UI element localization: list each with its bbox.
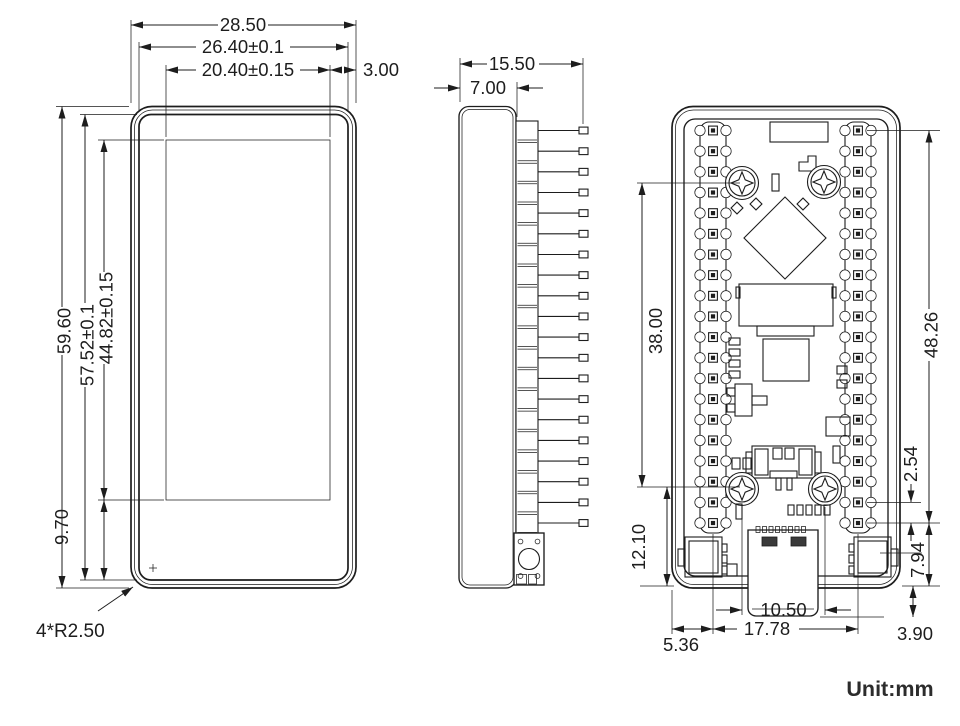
dim-label-usb-overhang: 3.90 [897,623,933,644]
dim-label-active-bottom-offset: 9.70 [51,509,72,545]
dim-label-screw-to-bottom-edge: 12.10 [628,524,649,570]
dim-glass-width: 26.40±0.1 [139,36,348,57]
dim-label-total-depth: 15.50 [489,53,535,74]
dim-label-pin-header-span: 48.26 [921,312,942,358]
dim-edge-to-pin-row: 5.36 [663,625,713,655]
front-active-area [165,139,331,501]
top-connector [769,121,829,143]
dim-body-depth: 7.00 [434,77,543,98]
dim-label-pin-to-bottom-edge: 7.94 [907,542,928,578]
dim-pin-to-bottom-edge: 7.94 [907,523,933,586]
fpc-connector [735,283,837,337]
screw-bottom-left [724,471,760,507]
passive-column [728,337,741,379]
side-header-strip [515,120,539,534]
dim-usb-overhang: 3.90 [897,586,933,644]
dim-active-to-edge-right: 3.00 [330,59,399,80]
jst-connector [745,445,822,491]
dim-overall-height: 59.60 [54,106,75,588]
front-plus-mark [149,564,157,572]
dim-label-active-to-edge-right: 3.00 [363,59,399,80]
front-extension-lines [56,20,357,589]
dim-label-screw-vertical-span: 38.00 [645,308,666,354]
dim-label-active-height: 44.82±0.15 [96,272,117,364]
corner-radius-callout: 4*R2.50 [36,586,134,642]
dim-label-pin-pitch: 2.54 [900,446,921,482]
ic-chip [762,338,810,382]
dim-label-screw-horizontal-span: 10.50 [760,599,806,620]
screw-bottom-right [807,471,843,507]
dim-label-glass-width: 26.40±0.1 [202,36,284,57]
back-view: 38.00 12.10 48.26 2.54 7.94 3.90 10.50 1… [628,105,942,655]
dim-glass-height: 57.52±0.1 [77,114,98,580]
dim-active-width: 20.40±0.15 [166,59,330,80]
pin-strip-left [699,121,727,534]
small-part [771,173,780,192]
dim-active-bottom-offset: 9.70 [51,500,108,580]
dim-total-depth: 15.50 [460,53,583,74]
usb-c-connector [747,526,819,617]
dim-active-height: 44.82±0.15 [96,140,117,500]
front-case-outline [130,105,357,589]
dim-screw-horizontal-span: 10.50 [716,599,851,620]
test-pads-row [787,504,831,516]
dim-label-overall-width: 28.50 [220,14,266,35]
dim-pin-row-spacing: 17.78 [713,618,858,639]
right-part [825,416,851,437]
pin-strip-right [844,121,872,534]
side-usb-block [513,532,545,586]
back-components [677,121,899,617]
corner-radius-label: 4*R2.50 [36,621,105,642]
front-glass-outline [138,113,349,581]
transistor [726,383,768,417]
dim-screw-vertical-span: 38.00 [638,183,666,487]
dim-label-pin-row-spacing: 17.78 [744,618,790,639]
dim-overall-width: 28.50 [131,14,356,35]
unit-label: Unit:mm [846,677,933,701]
dim-label-body-depth: 7.00 [470,77,506,98]
dim-pin-header-span: 48.26 [921,130,942,523]
dim-label-edge-to-pin-row: 5.36 [663,634,699,655]
dim-screw-to-bottom-edge: 12.10 [628,487,671,586]
dim-pin-pitch: 2.54 [900,446,921,541]
side-view: 15.50 7.00 [434,53,589,589]
front-view: 28.50 26.40±0.1 20.40±0.15 3.00 59.60 57… [36,14,399,642]
screw-top-right [806,164,842,200]
main-chip-diamond [743,196,827,280]
side-body [458,105,517,589]
dim-label-overall-height: 59.60 [54,308,75,354]
dim-label-glass-height: 57.52±0.1 [77,304,98,386]
button-left [677,536,728,578]
dim-label-active-width: 20.40±0.15 [202,59,294,80]
